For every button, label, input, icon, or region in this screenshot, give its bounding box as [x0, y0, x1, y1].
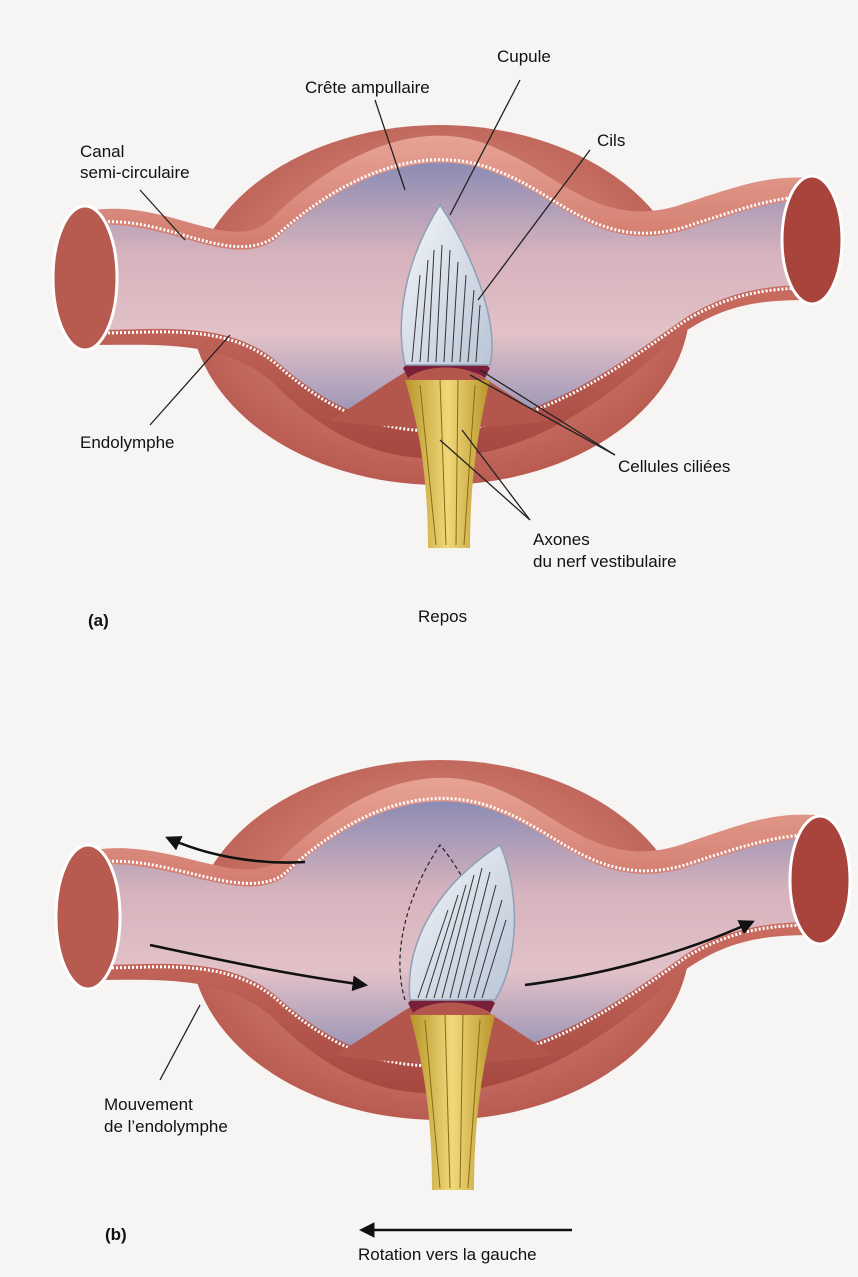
label-cellules-ciliees: Cellules ciliées [618, 457, 730, 476]
label-cupule: Cupule [497, 47, 551, 66]
canal-right-opening [782, 176, 842, 304]
panel-a-label: (a) [88, 611, 109, 630]
panel-b-caption: Rotation vers la gauche [358, 1245, 537, 1264]
label-axones-line1: Axones [533, 530, 590, 549]
panel-a-illustration [53, 125, 842, 548]
canal-right-opening-b [790, 816, 850, 944]
label-crete-ampullaire: Crête ampullaire [305, 78, 430, 97]
label-mouvement-line2: de l’endolymphe [104, 1117, 228, 1136]
label-axones-line2: du nerf vestibulaire [533, 552, 677, 571]
label-canal-line2: semi-circulaire [80, 163, 190, 182]
label-mouvement-line1: Mouvement [104, 1095, 193, 1114]
label-endolymphe: Endolymphe [80, 433, 175, 452]
leader-mouvement [160, 1005, 200, 1080]
panel-b-label: (b) [105, 1225, 127, 1244]
label-cils: Cils [597, 131, 625, 150]
panel-a-state: Repos [418, 607, 467, 626]
canal-left-opening-b [56, 845, 120, 989]
label-canal-line1: Canal [80, 142, 124, 161]
canal-left-opening [53, 206, 117, 350]
